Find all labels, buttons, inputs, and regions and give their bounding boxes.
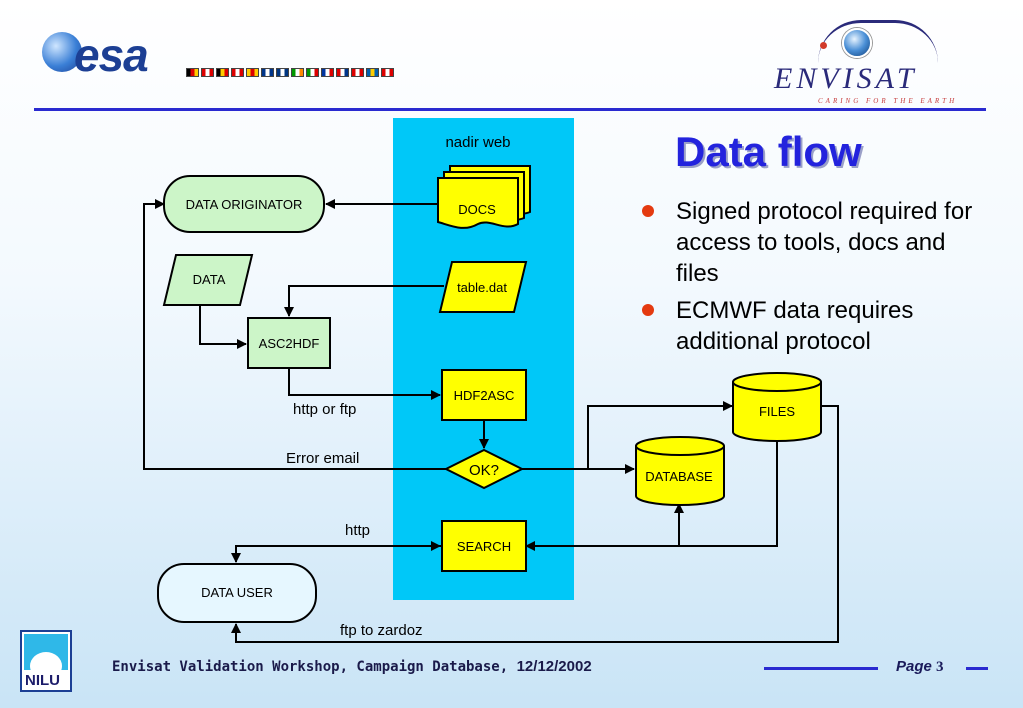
http-label: http bbox=[345, 522, 370, 539]
files-node bbox=[732, 372, 822, 442]
member-flags bbox=[186, 68, 394, 77]
footer-rule-left bbox=[764, 667, 878, 670]
data-user-label: DATA USER bbox=[201, 585, 273, 600]
flag-icon bbox=[186, 68, 199, 77]
data-node bbox=[162, 254, 254, 306]
bullet-list: Signed protocol required for access to t… bbox=[642, 196, 982, 363]
hdf2asc-node bbox=[441, 369, 527, 421]
globe-icon bbox=[842, 28, 872, 58]
hdf2asc-label: HDF2ASC bbox=[454, 388, 515, 403]
bullet-dot-icon bbox=[642, 304, 654, 316]
flag-icon bbox=[201, 68, 214, 77]
flag-icon bbox=[321, 68, 334, 77]
bullet-item: Signed protocol required for access to t… bbox=[642, 196, 982, 289]
data-originator-label: DATA ORIGINATOR bbox=[186, 197, 303, 212]
footer-caption: Envisat Validation Workshop, Campaign Da… bbox=[112, 659, 509, 675]
envisat-logo-text: ENVISAT bbox=[774, 62, 918, 95]
edge-data-asc2hdf bbox=[199, 305, 247, 349]
database-label: DATABASE bbox=[645, 469, 713, 484]
edge-table-asc2hdf bbox=[284, 285, 444, 317]
footer-date: 12/12/2002 bbox=[516, 658, 592, 675]
footer-text: Envisat Validation Workshop, Campaign Da… bbox=[112, 658, 592, 675]
data-originator-node bbox=[163, 175, 325, 233]
search-label: SEARCH bbox=[457, 539, 511, 554]
edge-ok-files bbox=[587, 401, 733, 469]
data-label: DATA bbox=[193, 272, 226, 287]
edge-error-email bbox=[143, 199, 446, 470]
page-label: Page bbox=[896, 658, 932, 675]
slide-title: Data flow bbox=[675, 128, 862, 175]
page-number: 3 bbox=[936, 659, 944, 675]
bullet-item: ECMWF data requires additional protocol bbox=[642, 295, 982, 357]
http-or-ftp-label: http or ftp bbox=[293, 401, 356, 418]
page-indicator: Page 3 bbox=[896, 658, 944, 676]
docs-node bbox=[437, 165, 531, 229]
flag-icon bbox=[231, 68, 244, 77]
bullet-dot-icon bbox=[642, 205, 654, 217]
docs-label: DOCS bbox=[458, 202, 496, 217]
flag-icon bbox=[216, 68, 229, 77]
data-user-node bbox=[157, 563, 317, 623]
connectors bbox=[143, 199, 839, 643]
asc2hdf-label: ASC2HDF bbox=[259, 336, 320, 351]
database-node bbox=[635, 436, 725, 506]
esa-logo-text: esa bbox=[74, 29, 149, 81]
footer-rule-right bbox=[966, 667, 988, 670]
ftp-to-zardoz-label: ftp to zardoz bbox=[340, 622, 423, 639]
flag-icon bbox=[336, 68, 349, 77]
esa-globe-icon bbox=[42, 32, 82, 72]
asc2hdf-node bbox=[247, 317, 331, 369]
search-node bbox=[441, 520, 527, 572]
flag-icon bbox=[246, 68, 259, 77]
table-dat-label: table.dat bbox=[457, 280, 507, 295]
nadir-web-label: nadir web bbox=[445, 134, 510, 151]
flag-icon bbox=[351, 68, 364, 77]
flag-icon bbox=[276, 68, 289, 77]
bullet-text: ECMWF data requires additional protocol bbox=[676, 297, 914, 355]
flag-icon bbox=[291, 68, 304, 77]
ok-label: OK? bbox=[469, 462, 499, 479]
files-label: FILES bbox=[759, 404, 795, 419]
error-email-label: Error email bbox=[286, 450, 359, 467]
bullet-text: Signed protocol required for access to t… bbox=[676, 198, 973, 287]
flag-icon bbox=[381, 68, 394, 77]
edge-files-search bbox=[525, 441, 778, 551]
flag-icon bbox=[306, 68, 319, 77]
flag-icon bbox=[261, 68, 274, 77]
ok-decision-node bbox=[443, 448, 525, 490]
orbit-arc-icon bbox=[818, 20, 938, 63]
envisat-tagline: CARING FOR THE EARTH bbox=[818, 97, 958, 105]
edge-asc2hdf-hdf2asc bbox=[288, 369, 441, 400]
nilu-logo: NILU bbox=[20, 630, 72, 692]
nilu-logo-text: NILU bbox=[25, 672, 60, 689]
header-rule bbox=[34, 108, 986, 111]
nilu-logo-graphic bbox=[24, 634, 68, 670]
table-dat-node bbox=[438, 261, 528, 313]
satellite-dot-icon bbox=[820, 42, 827, 49]
flag-icon bbox=[366, 68, 379, 77]
edge-ftp-zardoz bbox=[231, 405, 839, 643]
